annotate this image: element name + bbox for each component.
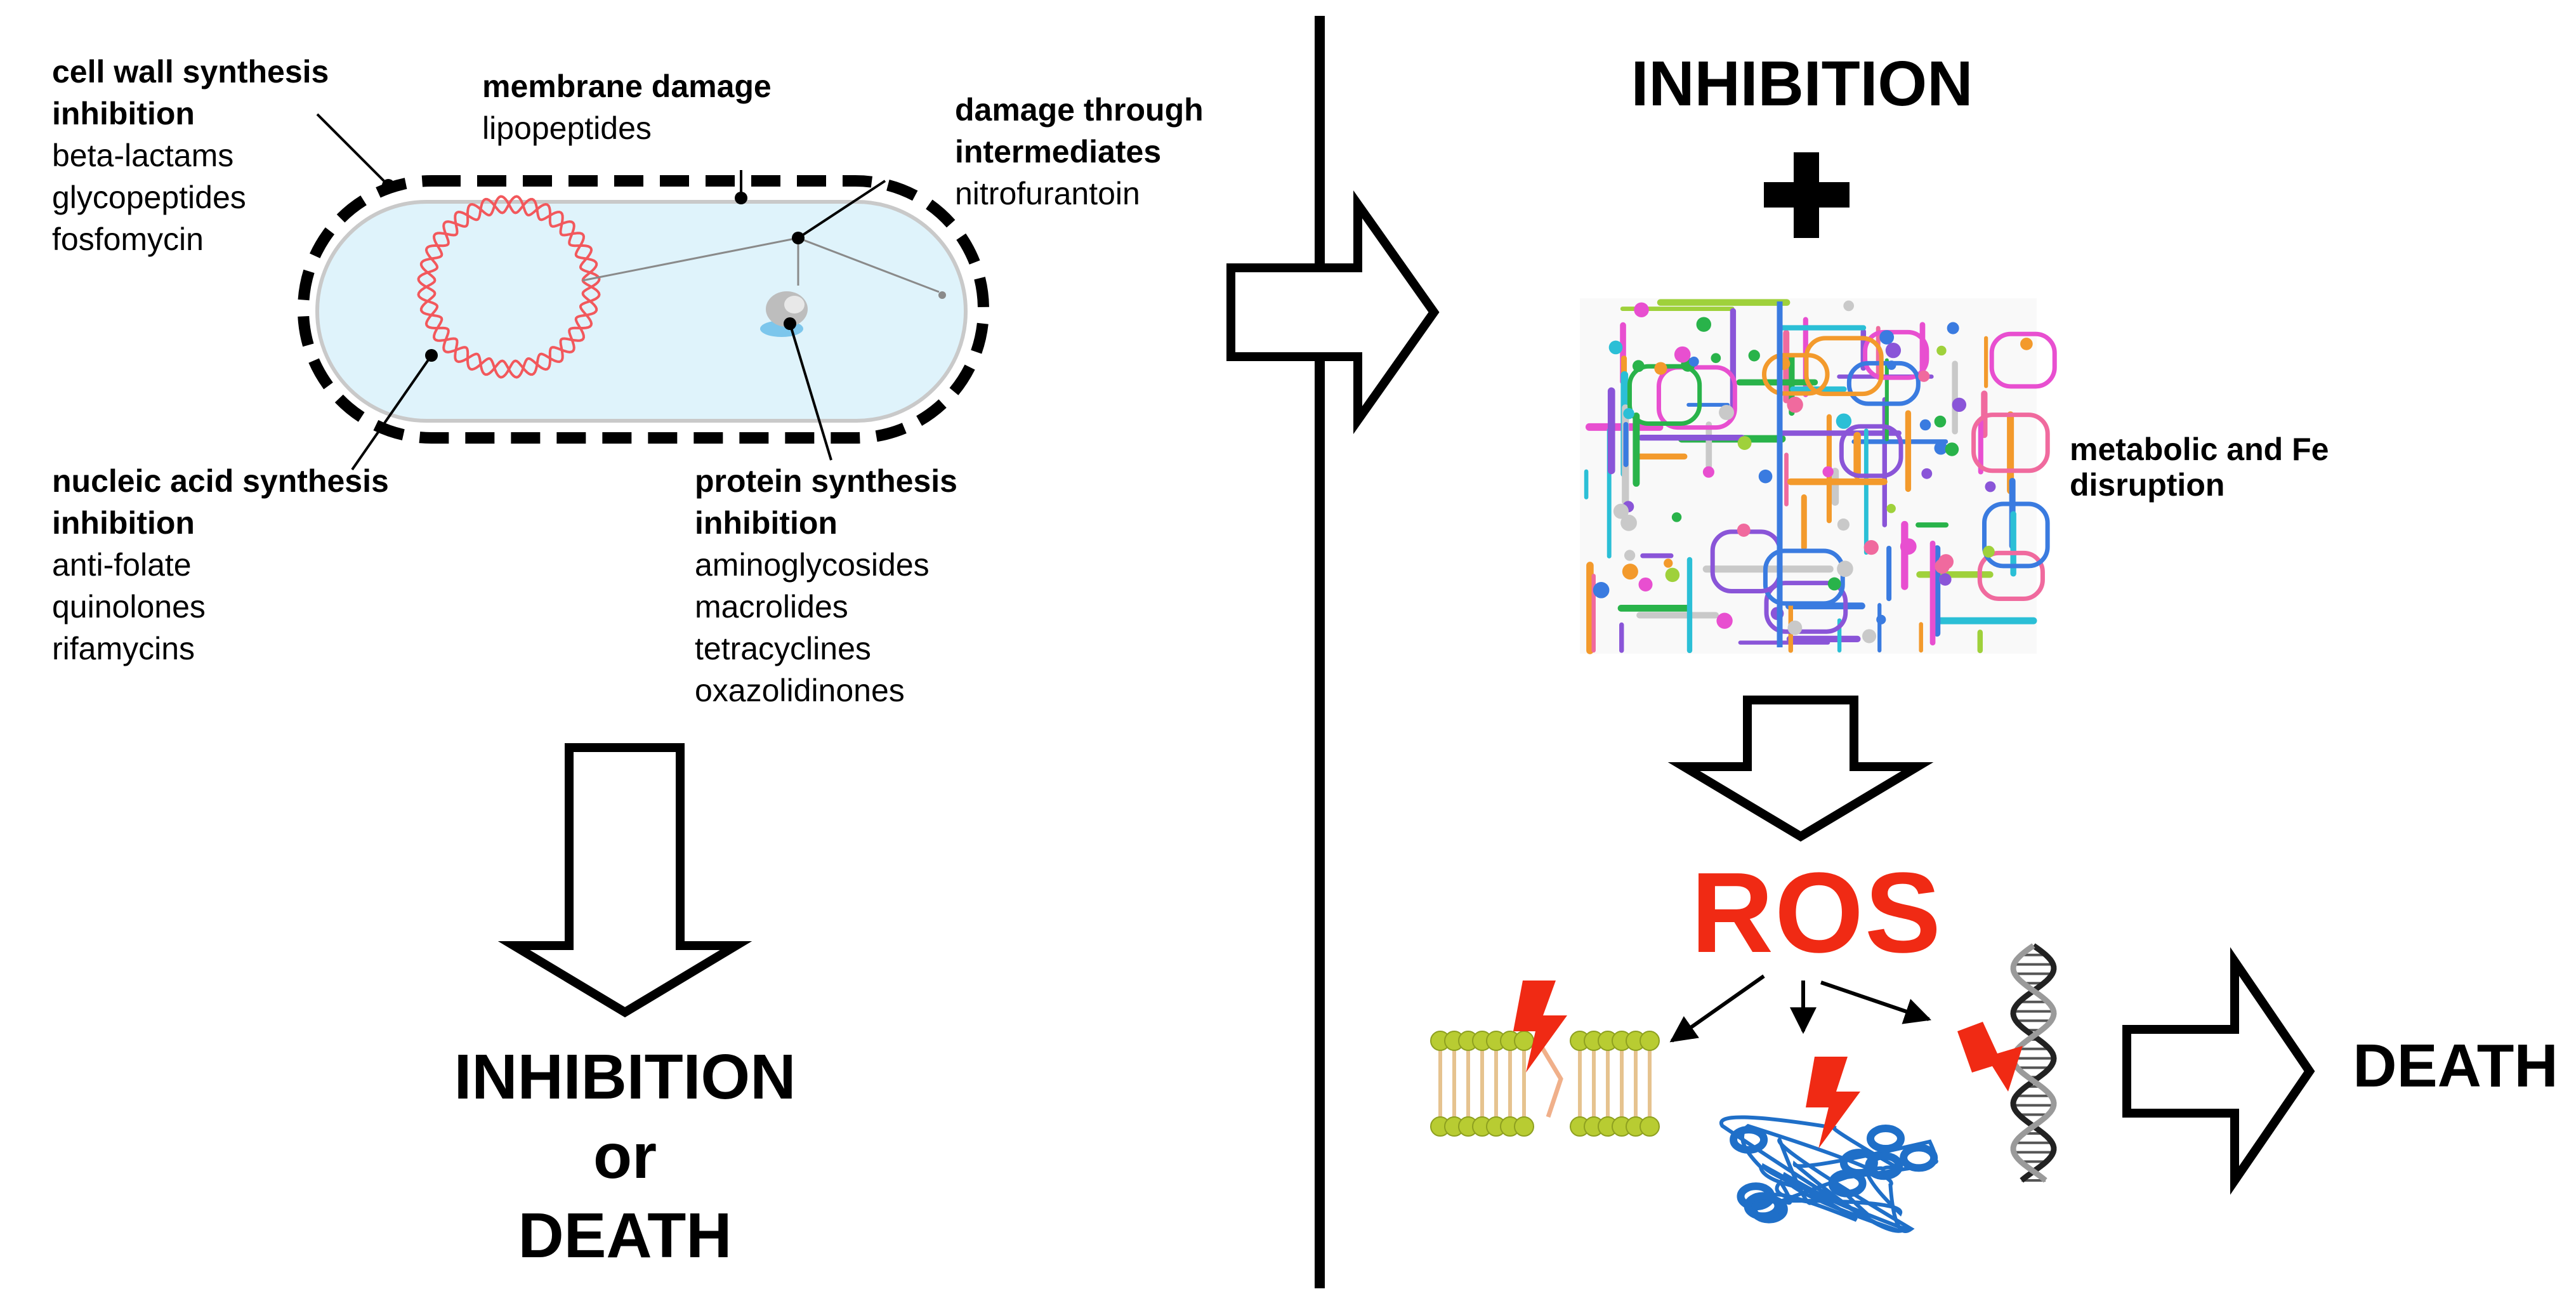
protein-drug: aminoglycosides [695, 547, 930, 583]
label-metabolic: metabolic and Fe disruption [2070, 432, 2329, 503]
pointer-lines [316, 113, 886, 471]
ros-target-arrows [1669, 974, 1931, 1043]
left-outcome-or: or [593, 1121, 657, 1192]
lightning-bolt-icon [1806, 1057, 1860, 1149]
intermediates-heading-2: intermediates [955, 134, 1162, 169]
cell-wall-drug: beta-lactams [52, 138, 234, 173]
lightning-bolt-icon [1513, 981, 1567, 1073]
label-intermediates: damage through intermediates nitrofurant… [955, 89, 1204, 215]
nucleic-acid-heading-2: inhibition [52, 505, 195, 541]
intermediates-heading-1: damage through [955, 92, 1204, 128]
protein-structure [1719, 1115, 1938, 1233]
cell-wall-heading-1: cell wall synthesis [52, 54, 329, 89]
nucleic-acid-drug: rifamycins [52, 631, 195, 666]
label-protein: protein synthesis inhibition aminoglycos… [695, 460, 957, 711]
ribosome [760, 291, 808, 337]
intermediates-drug: nitrofurantoin [955, 176, 1140, 211]
lightning-bolt-icon [1957, 1022, 2023, 1092]
membrane-drug: lipopeptides [482, 110, 652, 146]
plus-sign [1764, 152, 1850, 238]
pointer-dots [382, 179, 946, 362]
protein-heading-2: inhibition [695, 505, 838, 541]
hollow-arrow-right-center [1226, 190, 1440, 435]
lipid-bilayer [1430, 1031, 1660, 1137]
label-nucleic-acid: nucleic acid synthesis inhibition anti-f… [52, 460, 389, 670]
hollow-arrow-down-left [497, 743, 752, 1018]
label-cell-wall: cell wall synthesis inhibition beta-lact… [52, 51, 329, 260]
hollow-arrow-right-death [2122, 947, 2315, 1195]
nucleic-acid-drug: anti-folate [52, 547, 192, 583]
protein-drug: oxazolidinones [695, 673, 905, 708]
right-death: DEATH [2353, 1032, 2558, 1100]
metabolic-line-1: metabolic and Fe [2070, 432, 2329, 467]
hollow-arrow-down-right [1667, 696, 1934, 842]
connector-lines [582, 237, 940, 293]
right-top-inhibition: INHIBITION [1631, 48, 1973, 119]
cell-wall-drug: glycopeptides [52, 180, 246, 215]
lightning-bolt-icons [1513, 981, 2023, 1149]
protein-heading-1: protein synthesis [695, 463, 957, 499]
nucleic-acid-heading-1: nucleic acid synthesis [52, 463, 389, 499]
bacterium-cell [298, 175, 989, 444]
cell-wall-heading-2: inhibition [52, 96, 195, 131]
protein-drug: tetracyclines [695, 631, 871, 666]
ros-label: ROS [1691, 849, 1943, 977]
cell-wall-drug: fosfomycin [52, 221, 204, 257]
left-outcome-inhibition: INHIBITION [454, 1041, 796, 1113]
membrane-heading: membrane damage [482, 69, 772, 104]
dna-double-helix [2010, 943, 2057, 1183]
dna-plasmid [417, 195, 601, 379]
metabolic-map [1580, 298, 2057, 654]
label-membrane: membrane damage lipopeptides [482, 65, 772, 149]
metabolic-line-2: disruption [2070, 467, 2225, 503]
nucleic-acid-drug: quinolones [52, 589, 206, 624]
protein-drug: macrolides [695, 589, 848, 624]
left-outcome-death: DEATH [518, 1200, 732, 1271]
